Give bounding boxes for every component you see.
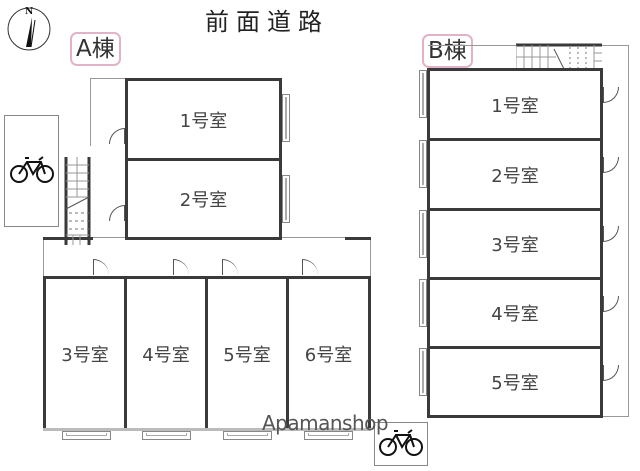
a-corridor-outline-top: [90, 78, 128, 79]
room-b-3[interactable]: 3号室: [427, 208, 603, 280]
room-a-6-label: 6号室: [304, 344, 353, 366]
window-b-1: [419, 70, 427, 118]
a-corridor-outline-left: [90, 78, 91, 146]
watermark: Apamanshop: [262, 411, 389, 435]
window-a-5: [223, 431, 272, 440]
window-a-6: [304, 431, 353, 440]
room-a-1-label: 1号室: [179, 110, 228, 132]
a-wall-step: [43, 237, 93, 240]
bicycle-parking-a: [4, 115, 59, 227]
room-a-3[interactable]: 3号室: [43, 276, 127, 431]
stairs-b-icon: [515, 43, 602, 70]
room-a-4[interactable]: 4号室: [124, 276, 208, 431]
compass-icon: N: [6, 6, 52, 52]
room-b-3-label: 3号室: [491, 235, 539, 256]
room-a-6[interactable]: 6号室: [286, 276, 371, 431]
window-b-4: [419, 279, 427, 327]
room-a-5-label: 5号室: [223, 344, 271, 366]
room-a-4-label: 4号室: [142, 344, 190, 366]
room-a-1[interactable]: 1号室: [125, 78, 282, 161]
window-b-2: [419, 140, 427, 188]
window-a-1: [282, 94, 290, 142]
stairs-a-icon: [63, 157, 91, 245]
window-b-5: [419, 348, 427, 396]
bicycle-icon: [9, 154, 55, 188]
room-a-2-label: 2号室: [179, 190, 228, 211]
room-b-4[interactable]: 4号室: [427, 277, 603, 349]
room-b-4-label: 4号室: [491, 304, 539, 325]
room-a-2[interactable]: 2号室: [125, 158, 282, 240]
bicycle-parking-b: [374, 422, 428, 466]
room-a-5[interactable]: 5号室: [205, 276, 289, 431]
page-title: 前面道路: [205, 8, 329, 36]
door-a-2-icon: [109, 205, 125, 221]
room-b-5-label: 5号室: [491, 373, 539, 394]
bicycle-icon: [378, 427, 424, 461]
window-a-4: [142, 431, 191, 440]
room-a-3-label: 3号室: [61, 344, 109, 366]
building-a-label: A棟: [70, 32, 121, 66]
room-b-1-label: 1号室: [491, 95, 539, 117]
a-bottom-balcony-line: [43, 428, 371, 431]
a-wall-seg2: [345, 237, 371, 240]
room-b-2-label: 2号室: [491, 165, 539, 187]
compass-north-label: N: [25, 7, 34, 17]
window-a-2: [282, 175, 290, 223]
room-b-1[interactable]: 1号室: [427, 68, 603, 141]
building-b-label: B棟: [422, 34, 473, 68]
window-a-3: [62, 431, 111, 440]
room-b-2[interactable]: 2号室: [427, 138, 603, 211]
door-a-1-icon: [109, 128, 125, 144]
window-b-3: [419, 210, 427, 258]
room-b-5[interactable]: 5号室: [427, 346, 603, 418]
